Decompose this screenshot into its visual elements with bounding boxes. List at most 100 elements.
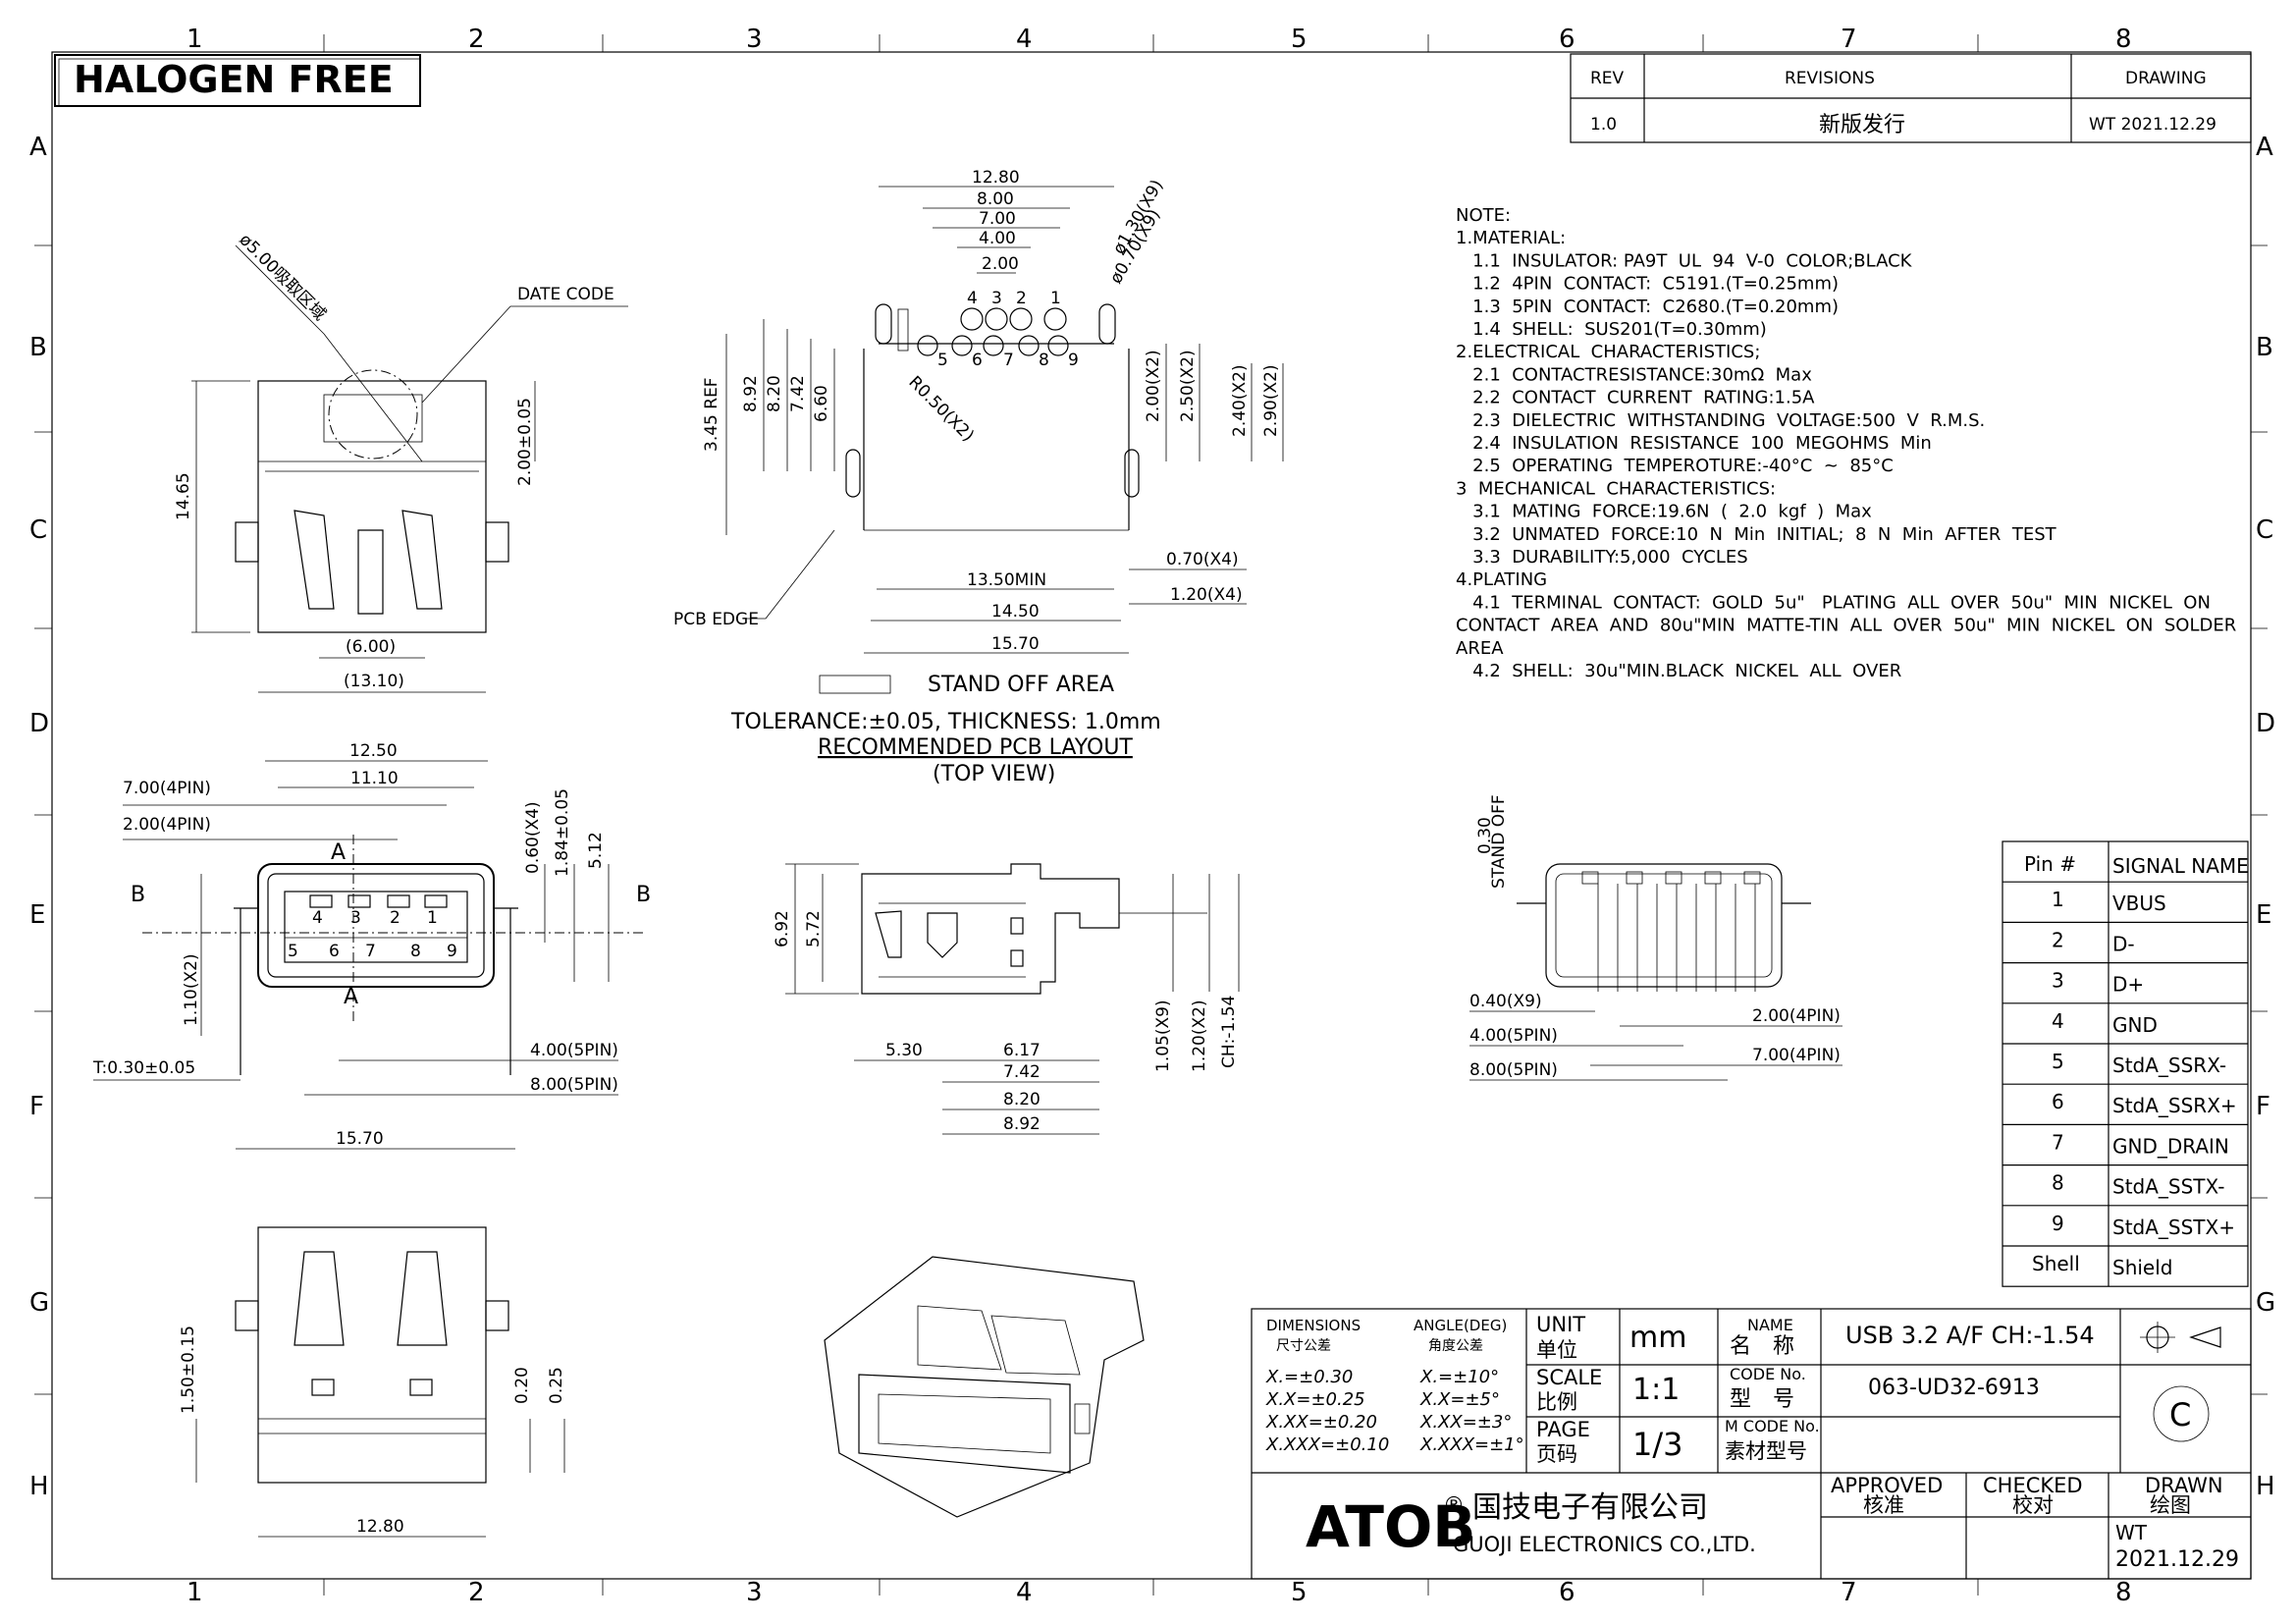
note-line: 2.ELECTRICAL CHARACTERISTICS; (1456, 342, 1760, 362)
mating-dim-11-10: 11.10 (350, 769, 399, 788)
scale-value: 1:1 (1632, 1373, 1680, 1407)
bottom-dim-1-50: 1.50±0.15 (179, 1325, 198, 1414)
revision-desc: 新版发行 (1819, 113, 1905, 137)
pcb-dim-8-20: 8.20 (765, 375, 784, 412)
rear-pins (1581, 871, 1761, 992)
col-label-top: 7 (1841, 25, 1857, 54)
pcb-hole-5pin (983, 335, 1004, 356)
mating-dim-8-00: 8.00(5PIN) (530, 1075, 618, 1095)
note-line: NOTE: (1456, 205, 1511, 226)
signal-name-cell: Shield (2112, 1256, 2172, 1279)
copyright-mark: C (2169, 1396, 2191, 1434)
pin-header: Pin # (2024, 852, 2076, 876)
date-code-label: DATE CODE (517, 285, 614, 304)
angle-tolerance: X.=±10° (1419, 1367, 1499, 1387)
dim-6-00: (6.00) (346, 637, 396, 657)
col-label-bottom: 5 (1291, 1578, 1308, 1607)
note-line: AREA (1456, 638, 1504, 659)
signal-name-cell: StdA_SSRX- (2112, 1054, 2226, 1077)
row-label-left: A (29, 133, 47, 162)
col-label-top: 4 (1016, 25, 1033, 54)
row-label-right: H (2256, 1472, 2275, 1501)
rear-dim-0-40: 0.40(X9) (1469, 992, 1542, 1011)
revisions-header: REVISIONS (1785, 69, 1875, 88)
mating-pin-number: 6 (329, 942, 340, 961)
pcb-hole-5pin (1047, 335, 1069, 356)
row-label-right: A (2256, 133, 2273, 162)
col-label-top: 6 (1559, 25, 1575, 54)
tolerance-label: TOLERANCE:±0.05, THICKNESS: 1.0mm (730, 710, 1161, 734)
pcb-dim-14-50: 14.50 (991, 602, 1040, 622)
col-label-bottom: 3 (746, 1578, 763, 1607)
rev-header: REV (1590, 69, 1625, 88)
rear-dim-stand-off: STAND OFF (1489, 794, 1509, 889)
dimensions-cn: 尺寸公差 (1276, 1338, 1331, 1354)
drawn-label: DRAWN (2145, 1474, 2223, 1497)
mating-dim-thickness: T:0.30±0.05 (92, 1058, 195, 1078)
row-label-right: G (2256, 1288, 2275, 1318)
signal-name-cell: StdA_SSRX+ (2112, 1094, 2237, 1117)
contact-4pin (309, 894, 333, 908)
suction-area-label: ø5.00吸取区域 (235, 230, 329, 324)
stand-off-swatch (819, 675, 891, 694)
code-cn: 型 号 (1730, 1387, 1794, 1412)
pin-number-cell: 3 (2052, 969, 2064, 993)
mating-pin-number: 1 (427, 908, 438, 928)
pcb-dim-2-50-x2: 2.50(X2) (1178, 350, 1198, 422)
pcb-hole-4pin (985, 307, 1008, 331)
row-label-left: F (29, 1092, 44, 1121)
mating-dim-5-12: 5.12 (586, 832, 606, 869)
col-label-top: 3 (746, 25, 763, 54)
bottom-view: 1.50±0.15 0.20 0.25 12.80 (179, 1226, 566, 1538)
signal-header: SIGNAL NAME (2112, 854, 2249, 878)
side-dim-1-20: 1.20(X2) (1190, 1000, 1209, 1072)
pin-number-cell: 8 (2052, 1171, 2064, 1195)
pcb-pin-number: 4 (967, 289, 978, 308)
note-line: 4.2 SHELL: 30u"MIN.BLACK NICKEL ALL OVER (1456, 661, 1901, 681)
row-label-left: B (29, 333, 47, 362)
row-label-left: G (29, 1288, 49, 1318)
drawing-header: DRAWING (2125, 69, 2207, 88)
mating-pin-number: 3 (350, 908, 361, 928)
mating-pin-number: 9 (447, 942, 457, 961)
page-value: 1/3 (1632, 1426, 1683, 1463)
stand-off-legend: STAND OFF AREA (928, 673, 1114, 697)
company-logo: ATOB (1306, 1493, 1475, 1560)
signal-name-cell: D- (2112, 932, 2135, 955)
note-line: 3.3 DURABILITY:5,000 CYCLES (1456, 547, 1748, 568)
row-label-left: H (29, 1472, 49, 1501)
title-block: DIMENSIONS尺寸公差ANGLE(DEG)角度公差X.=±0.30X.X=… (1251, 1308, 2252, 1580)
drawn-cn: 绘图 (2150, 1493, 2191, 1517)
bottom-dim-0-25: 0.25 (547, 1367, 566, 1404)
code-value: 063-UD32-6913 (1868, 1376, 2040, 1400)
company-name-cn: 国技电子有限公司 (1472, 1490, 1708, 1525)
unit-value: mm (1629, 1321, 1686, 1355)
col-label-bottom: 8 (2115, 1578, 2132, 1607)
linear-tolerance: X.XXX=±0.10 (1265, 1434, 1389, 1455)
pcb-hole-4pin (1009, 307, 1033, 331)
frame-ticks (34, 34, 2268, 1596)
scale-label: SCALE (1536, 1366, 1602, 1389)
note-line: 2.3 DIELECTRIC WITHSTANDING VOLTAGE:500 … (1456, 410, 1985, 431)
angle-tolerance: X.X=±5° (1419, 1389, 1500, 1410)
pcb-pin-number: 5 (937, 351, 948, 370)
row-label-right: B (2256, 333, 2273, 362)
note-line: 4.PLATING (1456, 569, 1547, 590)
mating-pin-number: 5 (288, 942, 298, 961)
approved-label: APPROVED (1831, 1474, 1943, 1497)
mating-dim-0-60: 0.60(X4) (523, 801, 543, 874)
projection-cone-icon (2189, 1326, 2221, 1348)
unit-label: UNIT (1536, 1313, 1585, 1336)
company-name-en: GUOJI ELECTRONICS CO.,LTD. (1453, 1533, 1756, 1556)
bottom-dim-0-20: 0.20 (512, 1367, 532, 1404)
col-label-top: 8 (2115, 25, 2132, 54)
unit-cn: 单位 (1536, 1338, 1577, 1362)
pcb-dim-12-80: 12.80 (972, 168, 1020, 188)
side-dim-8-92: 8.92 (1003, 1114, 1041, 1134)
pin-number-cell: 9 (2052, 1212, 2064, 1235)
section-a-top: A (331, 840, 346, 865)
side-dim-5-30: 5.30 (885, 1041, 923, 1060)
name-label: NAME (1747, 1316, 1793, 1334)
col-label-top: 5 (1291, 25, 1308, 54)
